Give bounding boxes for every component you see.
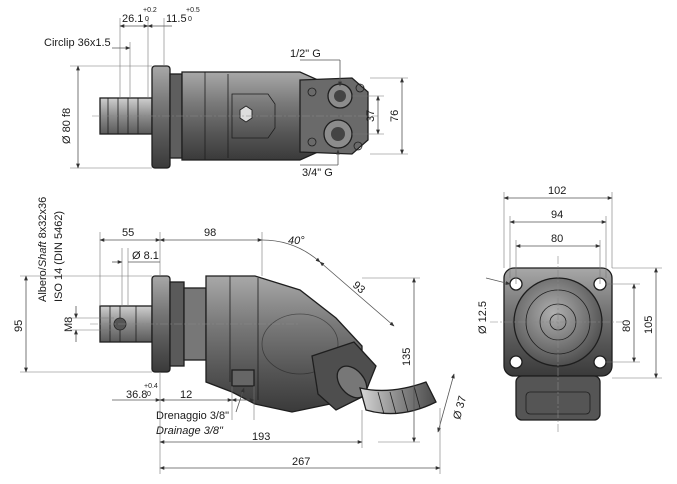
dim-95: 95 <box>13 320 25 332</box>
bolt-hole-bottom-right-icon <box>593 355 607 369</box>
dim-135: 135 <box>401 348 413 366</box>
dim-36-8: 36.8 <box>126 389 147 401</box>
dim-37: 37 <box>365 110 377 122</box>
dim-36-8-tol-lower: 0 <box>147 391 151 398</box>
top-view: 26.1 +0.2 0 11.5 +0.5 0 Circlip 36x1.5 1… <box>44 7 408 179</box>
dim-55: 55 <box>122 227 134 239</box>
dim-26-1: 26.1 <box>122 13 143 25</box>
dim-193: 193 <box>252 431 270 443</box>
dim-105: 105 <box>643 316 655 334</box>
dim-267: 267 <box>292 456 310 468</box>
dim-26-1-tol-lower: 0 <box>145 16 149 23</box>
dim-11-5: 11.5 <box>166 13 187 25</box>
drain-label-en: Drainage 3/8" <box>156 425 224 437</box>
side-view: Albero/Shaft 8x32x36 ISO 14 (DIN 5462) 5… <box>13 197 469 474</box>
port-bottom-label: 3/4" G <box>302 167 333 179</box>
dim-shaft-dia: Ø 80 f8 <box>61 108 73 144</box>
top-flange <box>151 65 171 169</box>
dim-102: 102 <box>548 185 566 197</box>
dim-26-1-tol-upper: +0.2 <box>143 7 157 14</box>
dim-93: 93 <box>350 279 367 296</box>
dim-98: 98 <box>204 227 216 239</box>
svg-text:Albero/Shaft 8x32x36: Albero/Shaft 8x32x36 <box>37 197 49 302</box>
dim-12-5: Ø 12.5 <box>477 301 489 334</box>
circlip-label: Circlip 36x1.5 <box>44 37 111 49</box>
dim-36-8-tol-upper: +0.4 <box>144 383 158 390</box>
dim-8-1: Ø 8.1 <box>132 250 159 262</box>
thread-m8: M8 <box>63 317 75 332</box>
dim-76: 76 <box>389 110 401 122</box>
port-top-label: 1/2" G <box>290 48 321 60</box>
dim-11-5-tol-upper: +0.5 <box>186 7 200 14</box>
dim-12: 12 <box>180 389 192 401</box>
shaft-label-line2: ISO 14 (DIN 5462) <box>53 211 65 302</box>
dim-94: 94 <box>551 209 563 221</box>
dim-80-top: 80 <box>551 233 563 245</box>
bolt-hole-bottom-left-icon <box>509 355 523 369</box>
hex-plug-icon <box>239 105 253 123</box>
dim-dia37: Ø 37 <box>451 395 469 421</box>
shaft-label-a: Albero/ <box>37 266 49 302</box>
drain-hose <box>359 381 437 415</box>
dim-80-right: 80 <box>621 320 633 332</box>
shaft-label-c: 8x32x36 <box>37 197 49 242</box>
shaft-label-b: Shaft <box>37 241 49 268</box>
dim-angle: 40° <box>288 235 305 247</box>
dim-11-5-tol-lower: 0 <box>188 16 192 23</box>
drain-label-it: Drenaggio 3/8" <box>156 410 229 422</box>
front-view: 102 94 80 Ø 12.5 80 105 <box>477 185 662 432</box>
